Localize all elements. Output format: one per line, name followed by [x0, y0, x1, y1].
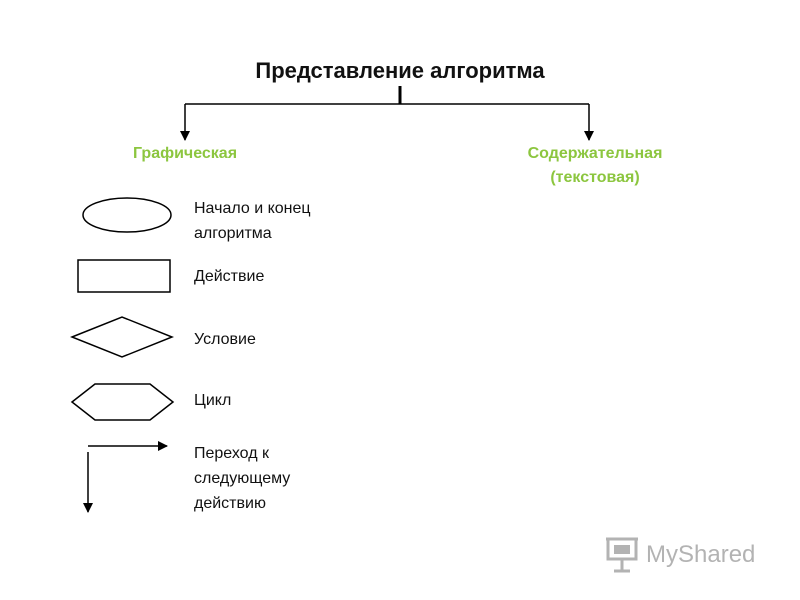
branch-content-line-2: (текстовая) — [550, 169, 640, 186]
watermark-text: MyShared — [646, 541, 756, 568]
hexagon-shape — [70, 383, 175, 421]
legend-start-end-line-2: алгоритма — [194, 225, 272, 242]
branch-content-label: Содержательная (текстовая) — [480, 142, 710, 190]
watermark: MyShared — [604, 535, 774, 575]
legend-action: Действие — [194, 268, 265, 285]
legend-condition: Условие — [194, 331, 256, 348]
legend-start-end: Начало и конец алгоритма — [194, 196, 311, 246]
legend-transition-line-2: следующему — [194, 470, 291, 487]
legend-transition-line-1: Переход к — [194, 445, 269, 462]
branch-graphic-label: Графическая — [132, 145, 238, 162]
legend-transition-line-3: действию — [194, 495, 266, 512]
legend-start-end-line-1: Начало и конец — [194, 200, 311, 217]
legend-transition: Переход к следующему действию — [194, 441, 290, 516]
diamond-shape — [69, 316, 175, 358]
branch-content-line-1: Содержательная — [527, 145, 663, 162]
legend-loop: Цикл — [194, 392, 232, 409]
ellipse-shape — [82, 197, 172, 233]
rectangle-shape — [77, 259, 171, 293]
presentation-board-icon — [606, 537, 638, 573]
diagram-title: Представление алгоритма — [255, 58, 545, 83]
